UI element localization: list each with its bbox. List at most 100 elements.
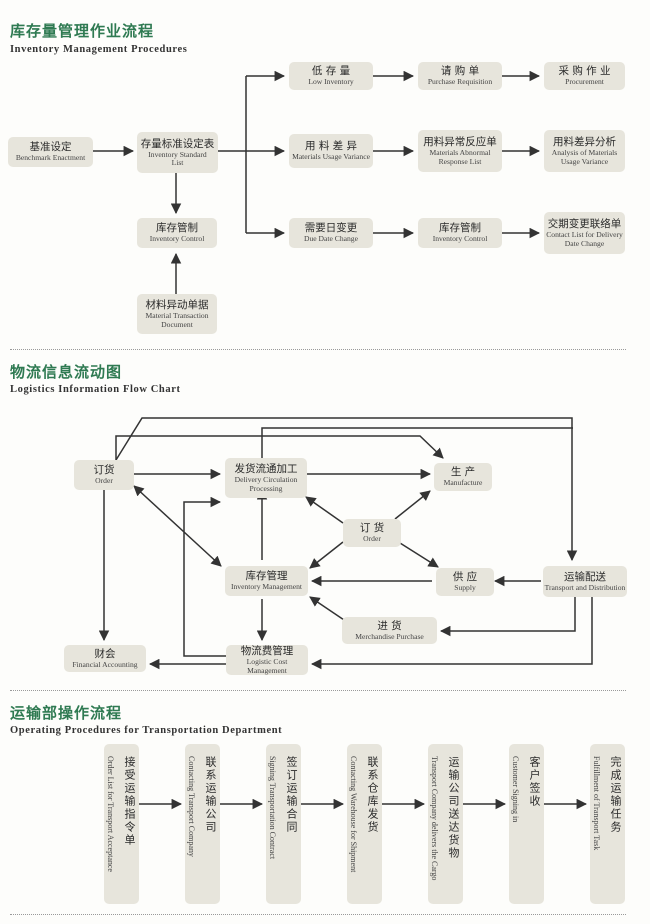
node-label-en: Due Date Change: [304, 234, 358, 244]
node-label-en: Inventory Control: [149, 234, 205, 244]
step-label-en: Order List for Transport Acceptance: [106, 756, 115, 872]
node-label-zh: 用料异常反应单: [423, 136, 497, 149]
node-label-en: Inventory Standard List: [148, 149, 207, 168]
step-label-zh: 运输公司送达货物: [447, 756, 460, 860]
step-label-en: Customer Signing in: [511, 756, 520, 823]
node-label-zh: 用 料 差 异: [304, 140, 357, 153]
node-benchmark-enactment: 基准设定 Benchmark Enactment: [8, 137, 93, 167]
node-manufacture: 生 产 Manufacture: [434, 463, 492, 491]
node-label-en: Materials Abnormal Response List: [429, 148, 491, 166]
node-label-zh: 采 购 作 业: [558, 65, 611, 78]
node-label-zh: 库存管制: [439, 222, 481, 235]
step-label-en: Signing Transportation Contract: [268, 756, 277, 860]
node-label-en: Merchandise Purchase: [355, 631, 424, 641]
step-label-en: Fulfillment of Transport Task: [592, 756, 601, 851]
node-label-zh: 库存管制: [156, 222, 198, 235]
arrow-center-to-manufacture: [394, 490, 431, 520]
node-procurement: 采 购 作 业 Procurement: [544, 62, 625, 90]
step-label-en: Contacting Warehouse for Shipment: [349, 756, 358, 873]
node-order-center: 订 货 Order: [343, 519, 401, 547]
step-customer-signing: Customer Signing in 客户签收: [509, 744, 544, 904]
node-supply: 供 应 Supply: [436, 568, 494, 596]
node-label-en: Material Transaction Document: [145, 311, 209, 329]
node-label-zh: 基准设定: [29, 141, 72, 154]
node-label-en: Transport and Distribution: [544, 582, 626, 592]
node-inventory-management: 库存管理 Inventory Management: [225, 566, 308, 596]
step-label-zh: 完成运输任务: [609, 756, 622, 834]
arrow-order-to-transport-top: [115, 417, 578, 562]
node-label-en: Order: [363, 534, 381, 544]
node-logistic-cost-management: 物流费管理 Logistic Cost Management: [226, 645, 308, 675]
arrow-transport-to-cost: [310, 597, 593, 670]
node-analysis-usage-variance: 用料差异分析 Analysis of Materials Usage Varia…: [544, 130, 625, 172]
arrow-center-to-delivery: [305, 496, 344, 524]
node-inventory-control-left: 库存管制 Inventory Control: [137, 218, 217, 248]
node-low-inventory: 低 存 量 Low Inventory: [289, 62, 373, 90]
node-label-zh: 存量标准设定表: [140, 137, 215, 150]
arrow-transport-to-merchandise: [439, 597, 576, 637]
node-contact-list-delivery-date: 交期变更联络单 Contact List for Delivery Date C…: [544, 212, 625, 254]
section-title-logistics-en: Logistics Information Flow Chart: [10, 384, 181, 395]
arrow-cost-loop-to-delivery: [183, 496, 226, 657]
step-label-zh: 客户签收: [528, 756, 541, 808]
step-signing-contract: Signing Transportation Contract 签订运输合同: [266, 744, 301, 904]
section-title-inventory-zh: 库存量管理作业流程: [10, 22, 155, 40]
node-transport-distribution: 运输配送 Transport and Distribution: [543, 566, 627, 597]
node-delivery-circulation-processing: 发货流通加工 Delivery Circulation Processing: [225, 458, 307, 498]
node-label-zh: 请 购 单: [440, 65, 480, 78]
section-title-transport-zh: 运输部操作流程: [10, 704, 123, 722]
node-label-zh: 用料差异分析: [553, 136, 616, 149]
node-label-en: Inventory Management: [230, 582, 303, 592]
node-label-en: Materials Usage Variance: [292, 152, 370, 162]
node-due-date-change: 需要日变更 Due Date Change: [289, 218, 373, 248]
node-order-left: 订货 Order: [74, 460, 134, 490]
node-label-zh: 生 产: [450, 466, 476, 479]
node-label-en: Benchmark Enactment: [15, 153, 86, 163]
node-label-zh: 低 存 量: [311, 65, 351, 78]
arrow-order-to-manufacture-top: [115, 435, 444, 460]
connector-delivery-transport: [261, 427, 573, 490]
arrow-center-to-inventory: [309, 541, 344, 569]
step-label-zh: 联系运输公司: [204, 756, 217, 834]
node-label-en: Financial Accounting: [72, 659, 138, 669]
node-inventory-standard-list: 存量标准设定表 Inventory Standard List: [137, 132, 218, 173]
section-divider: [10, 914, 626, 915]
node-label-en: Low Inventory: [308, 77, 354, 87]
arrow-order-inventory: [133, 485, 222, 567]
node-label-zh: 库存管理: [245, 570, 288, 583]
step-label-zh: 联系仓库发货: [366, 756, 379, 834]
step-contacting-warehouse: Contacting Warehouse for Shipment 联系仓库发货: [347, 744, 382, 904]
node-label-zh: 订 货: [359, 522, 385, 535]
step-label-zh: 接受运输指令单: [123, 756, 136, 847]
node-purchase-requisition: 请 购 单 Purchase Requisition: [418, 62, 502, 90]
node-label-en: Manufacture: [443, 478, 483, 488]
node-label-en: Analysis of Materials Usage Variance: [551, 148, 618, 166]
node-label-en: Contact List for Delivery Date Change: [546, 230, 623, 248]
node-label-en: Purchase Requisition: [427, 77, 493, 87]
section-title-inventory-en: Inventory Management Procedures: [10, 44, 188, 55]
arrow-center-to-supply: [399, 542, 439, 568]
step-contacting-transport-company: Contacting Transport Company 联系运输公司: [185, 744, 220, 904]
node-label-en: Procurement: [565, 77, 604, 87]
node-label-en: Order: [95, 476, 113, 486]
node-label-zh: 运输配送: [564, 570, 606, 583]
node-label-en: Delivery Circulation Processing: [234, 475, 298, 493]
step-cargo-delivery: Transport Company delivers the Cargo 运输公…: [428, 744, 463, 904]
node-label-zh: 进 货: [377, 619, 402, 632]
step-label-en: Transport Company delivers the Cargo: [430, 756, 439, 881]
node-label-zh: 供 应: [452, 571, 478, 584]
section-divider: [10, 349, 626, 350]
node-material-transaction-document: 材料异动单据 Material Transaction Document: [137, 294, 217, 334]
node-inventory-control-right: 库存管制 Inventory Control: [418, 218, 502, 248]
node-label-en: Logistic Cost Management: [246, 657, 288, 675]
node-label-en: Supply: [454, 583, 476, 593]
step-label-zh: 签订运输合同: [285, 756, 298, 834]
step-fulfillment: Fulfillment of Transport Task 完成运输任务: [590, 744, 625, 904]
node-label-zh: 财会: [94, 647, 116, 660]
node-merchandise-purchase: 进 货 Merchandise Purchase: [342, 617, 437, 644]
section-title-logistics-zh: 物流信息流动图: [10, 363, 123, 381]
node-financial-accounting: 财会 Financial Accounting: [64, 645, 146, 672]
node-label-en: Inventory Control: [432, 234, 488, 244]
node-label-zh: 物流费管理: [240, 645, 294, 658]
